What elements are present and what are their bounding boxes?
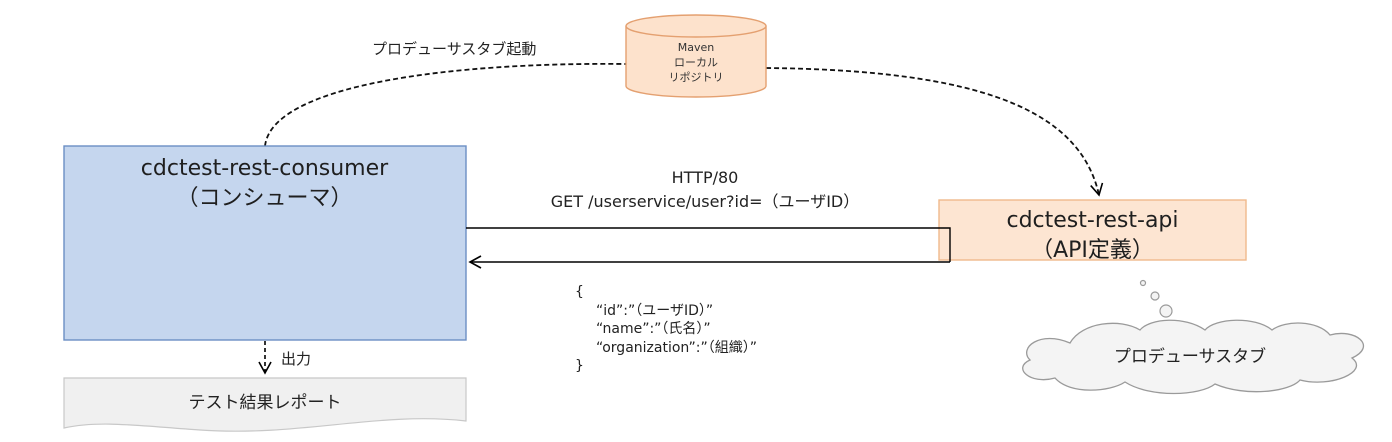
maven-repository-label: Maven ローカル リポジトリ xyxy=(626,40,766,85)
request-path: GET /userservice/user?id=（ユーザID） xyxy=(550,192,860,211)
thought-bubble-small xyxy=(1139,279,1147,287)
request-label: HTTP/80 GET /userservice/user?id=（ユーザID） xyxy=(480,166,930,214)
report-label: テスト結果レポート xyxy=(188,393,342,413)
maven-label-line1: Maven xyxy=(677,41,715,54)
consumer-role: （コンシューマ） xyxy=(176,186,353,211)
thought-bubble-large xyxy=(1159,304,1173,318)
thought-bubble-medium xyxy=(1150,291,1160,301)
api-box xyxy=(938,199,1247,261)
request-protocol: HTTP/80 xyxy=(671,168,739,187)
stub-fetch-connector xyxy=(765,67,1104,197)
output-label: 出力 xyxy=(281,350,312,368)
json-organization-line: “organization”:”（組織）” xyxy=(596,339,757,356)
json-name-line: “name”:”（氏名）” xyxy=(596,321,711,337)
json-open-brace: { xyxy=(575,284,584,300)
producer-stub-label: プロデューサスタブ xyxy=(1113,347,1267,367)
report-document xyxy=(63,377,467,432)
maven-repository-cylinder xyxy=(625,14,767,98)
consumer-name: cdctest-rest-consumer xyxy=(140,156,389,181)
api-name: cdctest-rest-api xyxy=(1006,208,1179,233)
consumer-box xyxy=(63,145,467,341)
response-json: { “id”:”（ユーザID）” “name”:”（氏名）” “organiza… xyxy=(575,283,757,376)
request-line xyxy=(466,227,951,262)
api-title: cdctest-rest-api （API定義） xyxy=(939,206,1246,266)
stub-start-connector xyxy=(264,62,627,147)
producer-stub-cloud xyxy=(1022,319,1365,395)
maven-label-line2: ローカル xyxy=(674,56,718,69)
maven-label-line3: リポジトリ xyxy=(668,71,724,84)
json-id-line: “id”:”（ユーザID）” xyxy=(596,302,714,319)
consumer-title: cdctest-rest-consumer （コンシューマ） xyxy=(63,154,466,214)
api-role: （API定義） xyxy=(1031,238,1154,263)
stub-start-label: プロデューサスタブ起動 xyxy=(372,40,537,58)
json-close-brace: } xyxy=(575,358,584,374)
